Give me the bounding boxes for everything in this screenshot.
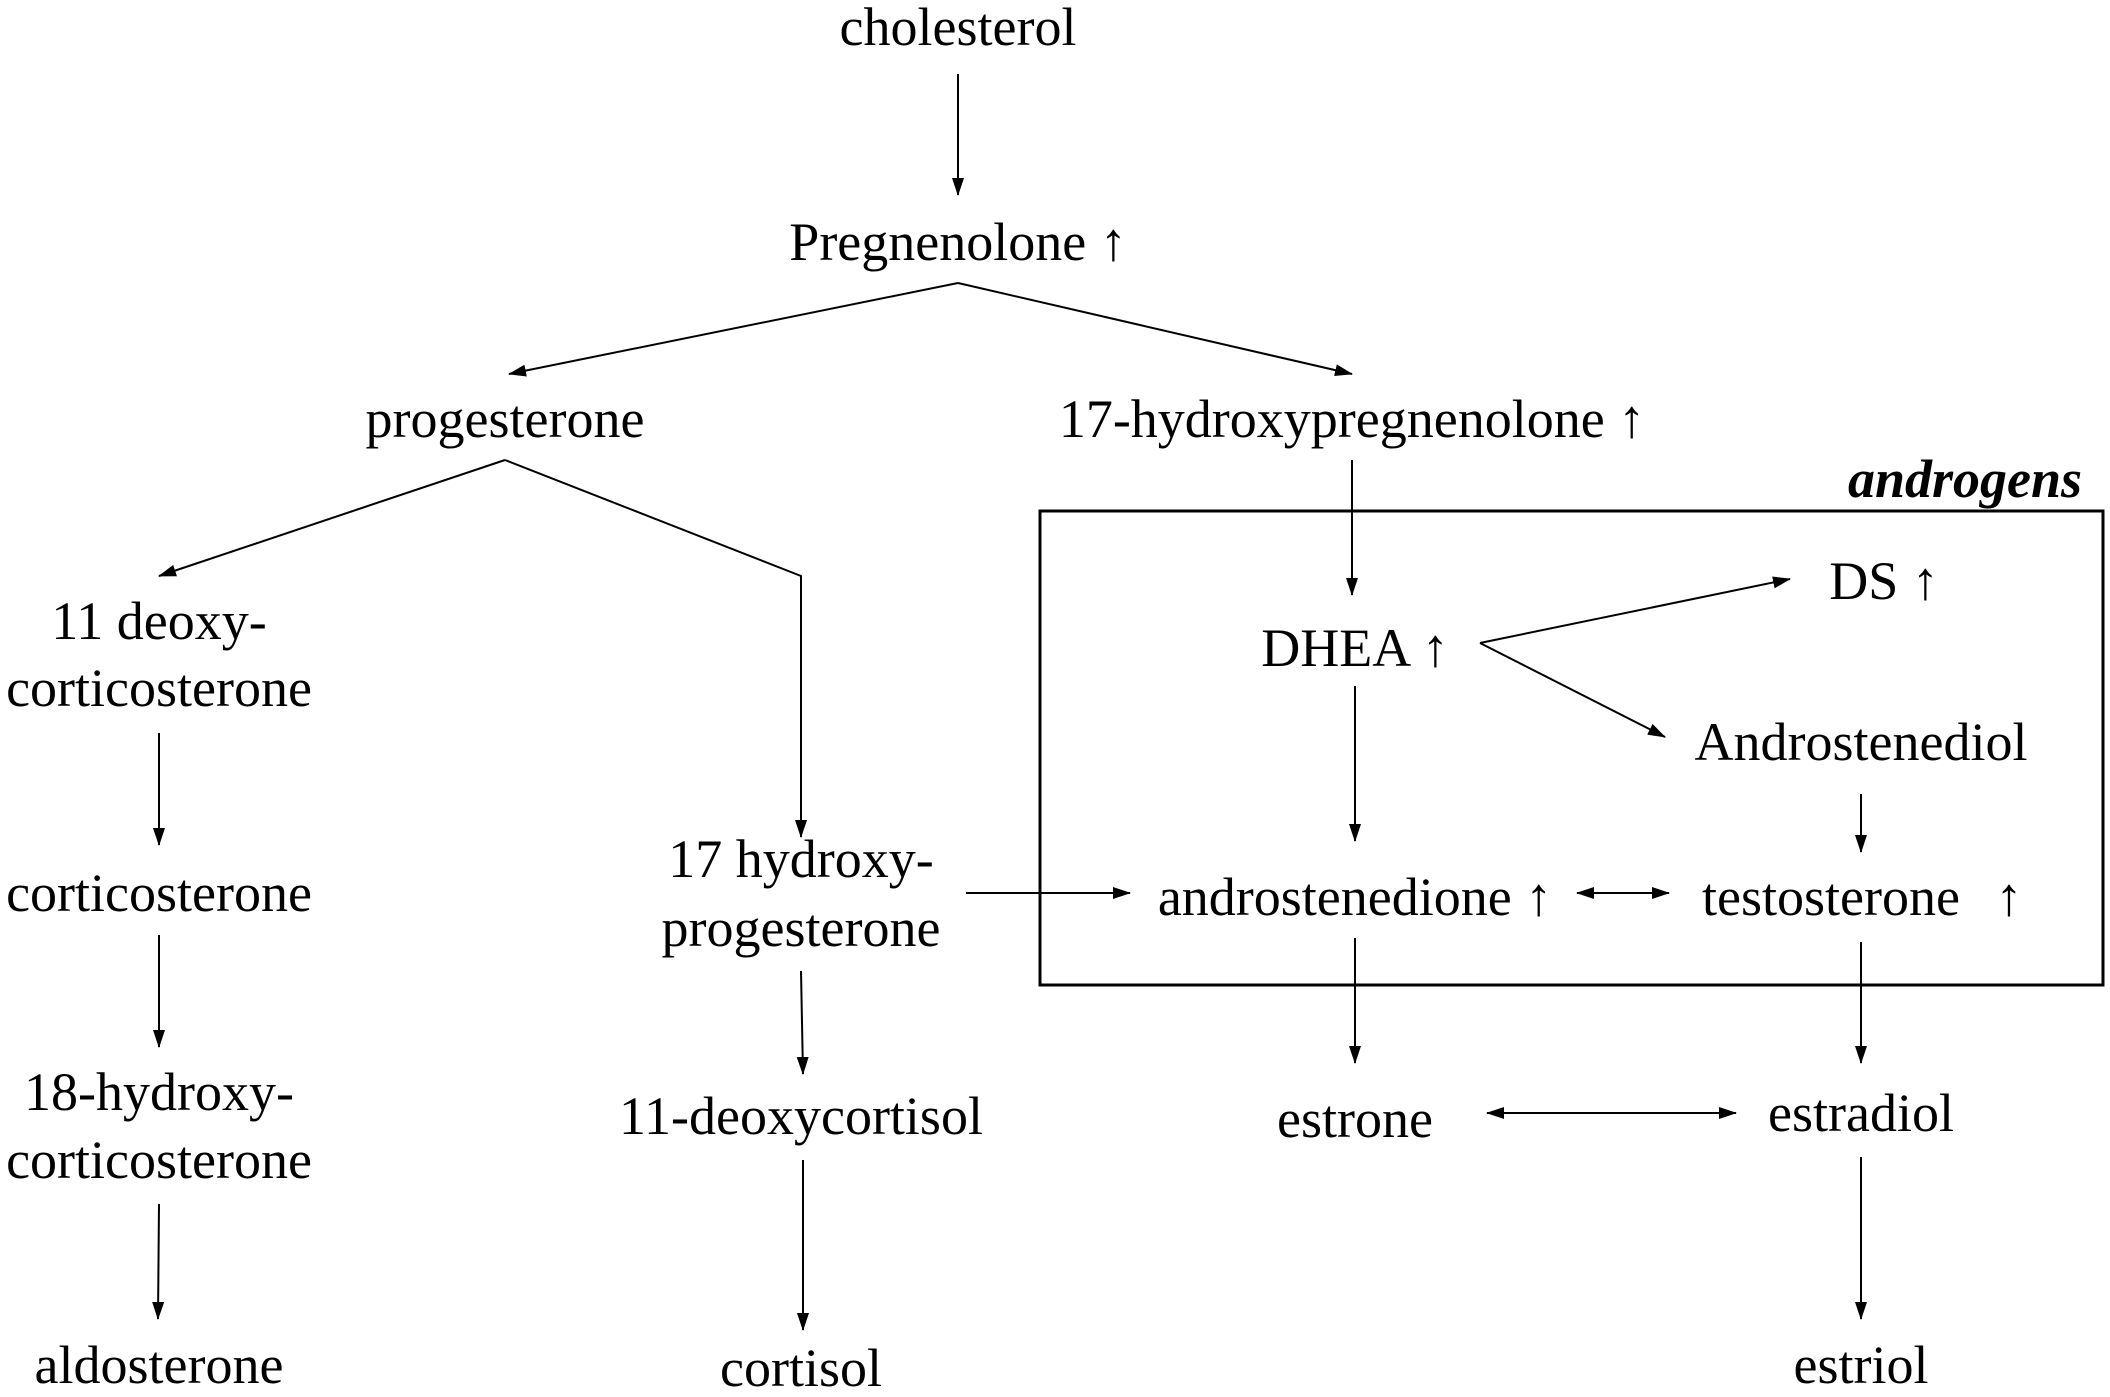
node-18-hydroxycorticosterone-line1: 18-hydroxy- (24, 1062, 294, 1122)
arrow-pregnenolone-to-17-hydroxypregnenolone (957, 282, 1353, 377)
node-aldosterone: aldosterone (35, 1335, 284, 1395)
node-17-hydroxyprogesterone-line2: progesterone (662, 898, 941, 958)
node-dhea: DHEA ↑ (1261, 618, 1449, 678)
arrow-progesterone-to-11-deoxycorticosterone (158, 459, 506, 577)
node-pregnenolone: Pregnenolone ↑ (789, 212, 1126, 272)
node-estriol: estriol (1794, 1335, 1929, 1395)
node-testosterone: testosterone ↑ (1702, 867, 2022, 927)
androgens-group-box (1038, 509, 2105, 987)
node-11-deoxycorticosterone-line1: 11 deoxy- (51, 591, 266, 651)
node-androstenediol: Androstenediol (1695, 712, 2028, 772)
node-11-deoxycorticosterone-line2: corticosterone (6, 658, 312, 718)
node-estrone: estrone (1277, 1089, 1433, 1149)
node-18-hydroxycorticosterone-line2: corticosterone (6, 1130, 312, 1190)
node-17-hydroxypregnenolone: 17-hydroxypregnenolone ↑ (1059, 389, 1645, 449)
arrow-18-hydroxycorticosterone-to-aldosterone (152, 1203, 165, 1320)
arrow-dhea-to-androstenediol (1479, 642, 1666, 738)
arrow-dhea-to-ds (1479, 576, 1791, 644)
arrow-pregnenolone-to-progesterone (508, 282, 959, 377)
node-corticosterone: corticosterone (6, 863, 312, 923)
node-cholesterol: cholesterol (840, 0, 1077, 57)
androgens-group-label: androgens (1848, 449, 2082, 509)
node-17-hydroxyprogesterone-line1: 17 hydroxy- (668, 829, 933, 889)
arrow-progesterone-to-17-hydroxyprogesterone (504, 459, 807, 838)
arrow-17-hydroxyprogesterone-to-11-deoxycortisol (796, 970, 809, 1075)
node-11-deoxycortisol: 11-deoxycortisol (619, 1086, 983, 1146)
node-estradiol: estradiol (1768, 1083, 1954, 1143)
node-androstenedione: androstenedione ↑ (1158, 867, 1552, 927)
node-ds: DS ↑ (1829, 551, 1939, 611)
node-progesterone: progesterone (366, 389, 645, 449)
node-cortisol: cortisol (720, 1338, 882, 1397)
